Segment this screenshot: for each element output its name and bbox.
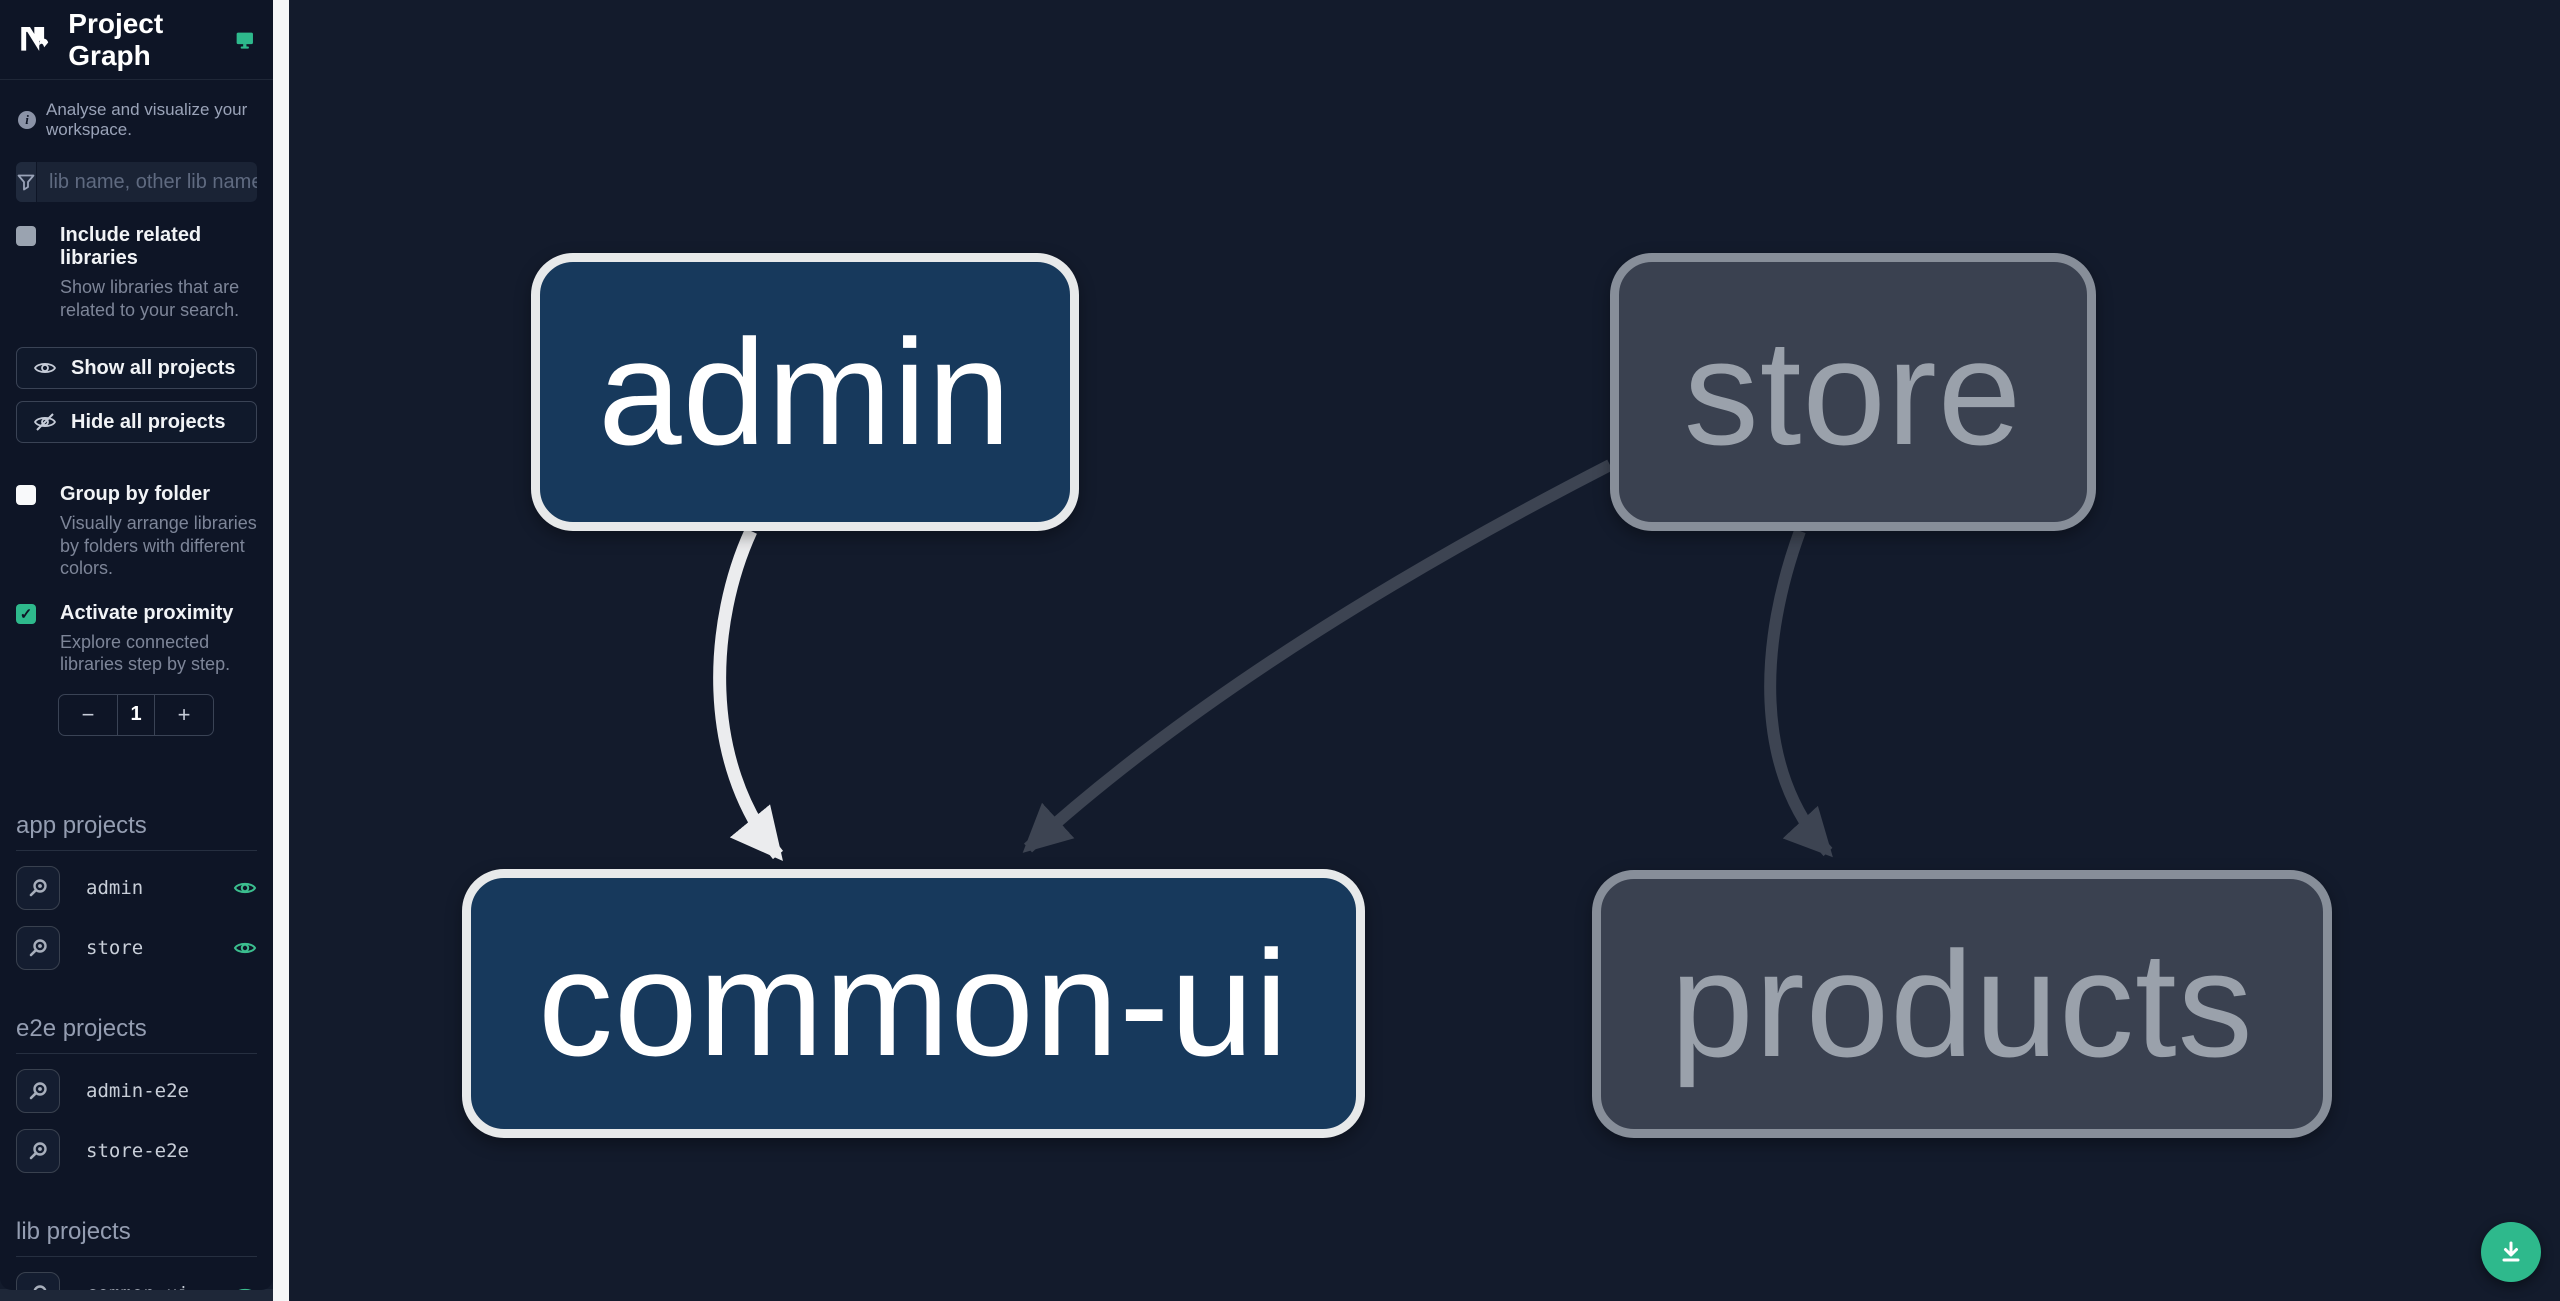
node-label: admin: [598, 307, 1012, 476]
group-by-folder-block: Group by folder Visually arrange librari…: [16, 483, 257, 580]
project-row-store-e2e: store-e2e: [16, 1128, 257, 1174]
section-e2e-projects: e2e projects admin-e2e store-e2e: [16, 1015, 257, 1174]
project-name[interactable]: store-e2e: [86, 1139, 189, 1162]
page-title: Project Graph: [68, 7, 164, 71]
project-visible-eye-icon[interactable]: [233, 936, 257, 960]
graph-node-products[interactable]: products: [1592, 870, 2332, 1138]
nx-logo: [21, 26, 49, 51]
focus-project-icon: [29, 1081, 47, 1099]
panel-divider[interactable]: [273, 0, 289, 1301]
eye-off-icon: [33, 413, 57, 431]
section-app-projects: app projects admin: [16, 812, 257, 971]
project-row-admin-e2e: admin-e2e: [16, 1068, 257, 1114]
node-label: products: [1670, 919, 2254, 1088]
focus-project-button[interactable]: [16, 1271, 60, 1290]
project-visible-eye-icon[interactable]: [233, 1282, 257, 1290]
activate-proximity-label: Activate proximity: [60, 601, 234, 624]
focus-project-button[interactable]: [16, 1068, 60, 1113]
filter-input[interactable]: [37, 170, 257, 194]
sidebar-header: Project Graph: [0, 0, 273, 80]
project-visible-eye-icon[interactable]: [233, 876, 257, 900]
focus-project-icon: [29, 878, 47, 896]
monitor-icon: [237, 32, 254, 49]
focus-project-icon: [29, 1141, 47, 1159]
include-related-checkbox[interactable]: [16, 226, 36, 246]
proximity-value: 1: [117, 694, 155, 735]
graph-node-admin[interactable]: admin: [531, 253, 1079, 531]
activate-proximity-description: Explore connected libraries step by step…: [60, 631, 231, 675]
node-label: store: [1683, 307, 2023, 476]
focus-project-icon: [29, 938, 47, 956]
proximity-decrement-button[interactable]: −: [59, 695, 117, 735]
show-all-projects-label: Show all projects: [71, 356, 236, 379]
project-name[interactable]: store: [86, 936, 144, 959]
node-label: common-ui: [538, 919, 1289, 1087]
hide-all-projects-button[interactable]: Hide all projects: [16, 401, 257, 443]
section-title: lib projects: [16, 1218, 257, 1257]
info-icon: i: [18, 111, 36, 129]
activate-proximity-block: ✓ Activate proximity Explore connected l…: [16, 602, 257, 676]
download-image-button[interactable]: [2481, 1222, 2541, 1282]
focus-project-icon: [33, 1284, 47, 1290]
section-lib-projects: lib projects common-ui: [16, 1218, 257, 1291]
project-row-store: store: [16, 925, 257, 971]
include-related-label: Include related libraries: [60, 224, 202, 269]
download-icon: [2502, 1241, 2520, 1262]
section-title: e2e projects: [16, 1015, 257, 1054]
show-all-projects-button[interactable]: Show all projects: [16, 347, 257, 389]
sidebar-bottom-strip: [0, 1289, 273, 1301]
project-name[interactable]: admin: [86, 876, 144, 899]
eye-icon: [33, 362, 57, 374]
focus-project-button[interactable]: [16, 1128, 60, 1173]
project-row-common-ui: common-ui: [16, 1271, 257, 1291]
hide-all-projects-label: Hide all projects: [71, 410, 226, 433]
proximity-stepper: − 1 +: [58, 693, 214, 736]
proximity-increment-button[interactable]: +: [155, 695, 213, 735]
section-title: app projects: [16, 812, 257, 851]
group-by-folder-description: Visually arrange libraries by folders wi…: [60, 513, 257, 578]
include-related-block: Include related libraries Show libraries…: [16, 224, 257, 321]
graph-node-common-ui[interactable]: common-ui: [462, 869, 1365, 1138]
activate-proximity-checkbox[interactable]: ✓: [16, 603, 36, 624]
project-name[interactable]: admin-e2e: [86, 1079, 189, 1102]
focus-project-button[interactable]: [16, 925, 60, 970]
include-related-description: Show libraries that are related to your …: [60, 277, 240, 320]
tagline: i Analyse and visualize your workspace.: [18, 100, 255, 140]
filter-box: [16, 162, 257, 202]
tagline-text: Analyse and visualize your workspace.: [46, 100, 248, 139]
funnel-icon: [16, 162, 37, 202]
project-row-admin: admin: [16, 865, 257, 911]
project-name[interactable]: common-ui: [86, 1283, 189, 1291]
focus-project-button[interactable]: [16, 865, 60, 910]
group-by-folder-label: Group by folder: [60, 483, 210, 505]
graph-node-store[interactable]: store: [1610, 253, 2096, 531]
group-by-folder-checkbox[interactable]: [16, 485, 36, 505]
sidebar: Project Graph i Analyse and visualize yo…: [0, 0, 273, 1290]
